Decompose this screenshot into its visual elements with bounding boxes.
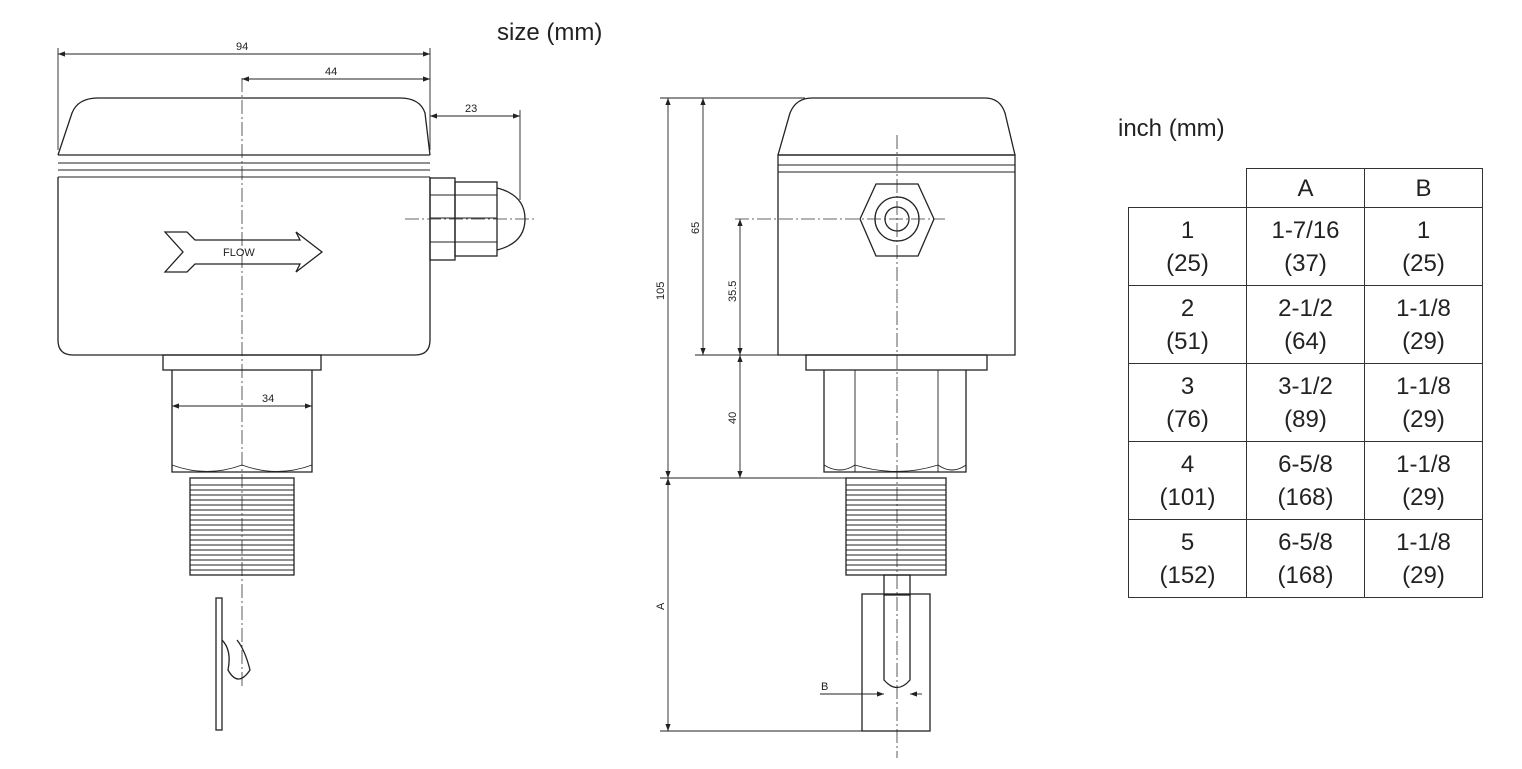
table-cell-b-line: 1	[1416, 216, 1431, 244]
table-header-row: A B	[1128, 168, 1483, 208]
table-cell-b-line: (29)	[1402, 327, 1445, 355]
table-cell-a: 6-5/8 (168)	[1246, 519, 1365, 598]
table-cell-size-line: (101)	[1159, 483, 1216, 511]
dim-neck-height: 40	[727, 412, 739, 424]
table-cell-size-line: 4	[1180, 450, 1195, 478]
table-cell-size: 3 (76)	[1128, 363, 1247, 442]
dim-half-width: 44	[325, 66, 337, 78]
table-cell-a-line: 6-5/8	[1278, 450, 1333, 478]
table-cell-b: 1-1/8 (29)	[1364, 285, 1483, 364]
table-cell-a-line: (89)	[1284, 405, 1327, 433]
table-cell-a-line: 2-1/2	[1278, 294, 1333, 322]
table-cell-b-line: 1-1/8	[1396, 294, 1451, 322]
table-cell-a: 2-1/2 (64)	[1246, 285, 1365, 364]
table-cell-size-line: 3	[1180, 372, 1195, 400]
front-view: FLOW 94 44 23 34	[57, 41, 535, 731]
table-cell-a: 6-5/8 (168)	[1246, 441, 1365, 520]
table-row: 5 (152) 6-5/8 (168) 1-1/8 (29)	[1128, 519, 1483, 598]
table-cell-size: 1 (25)	[1128, 207, 1247, 286]
table-row: 2 (51) 2-1/2 (64) 1-1/8 (29)	[1128, 285, 1483, 364]
table-cell-a-line: (37)	[1284, 249, 1327, 277]
table-cell-b-line: (29)	[1402, 405, 1445, 433]
table-cell-b-line: 1-1/8	[1396, 372, 1451, 400]
table-cell-a: 3-1/2 (89)	[1246, 363, 1365, 442]
table-cell-size-line: (51)	[1166, 327, 1209, 355]
side-view: 105 65 35.5 40 A B	[655, 97, 1016, 758]
table-cell-a-line: (168)	[1277, 483, 1334, 511]
dim-paddle-length: A	[655, 602, 667, 610]
table-cell-b: 1 (25)	[1364, 207, 1483, 286]
paddle-size-table: A B 1 (25) 1-7/16 (37) 1 (25) 2 (51) 2-1/2 (64) 1-…	[1128, 168, 1483, 598]
table-row: 4 (101) 6-5/8 (168) 1-1/8 (29)	[1128, 441, 1483, 520]
table-cell-size-line: (76)	[1166, 405, 1209, 433]
table-cell-b: 1-1/8 (29)	[1364, 519, 1483, 598]
table-cell-size-line: 2	[1180, 294, 1195, 322]
flow-label: FLOW	[223, 247, 255, 259]
table-cell-size: 5 (152)	[1128, 519, 1247, 598]
dim-gland-length: 23	[465, 103, 477, 115]
table-cell-b-line: (25)	[1402, 249, 1445, 277]
table-cell-a-line: (168)	[1277, 561, 1334, 589]
table-cell-b: 1-1/8 (29)	[1364, 441, 1483, 520]
dim-paddle-width: B	[821, 681, 828, 693]
table-cell-b: 1-1/8 (29)	[1364, 363, 1483, 442]
table-row: 1 (25) 1-7/16 (37) 1 (25)	[1128, 207, 1483, 286]
size-heading: size (mm)	[497, 19, 602, 46]
dim-port-height: 35.5	[727, 281, 739, 302]
table-cell-a-line: 1-7/16	[1271, 216, 1340, 244]
table-cell-a-line: (64)	[1284, 327, 1327, 355]
table-cell-a: 1-7/16 (37)	[1246, 207, 1365, 286]
table-cell-size: 2 (51)	[1128, 285, 1247, 364]
table-header-blank	[1128, 168, 1247, 208]
table-cell-size-line: 5	[1180, 528, 1195, 556]
table-cell-a-line: 6-5/8	[1278, 528, 1333, 556]
table-cell-b-line: 1-1/8	[1396, 528, 1451, 556]
table-cell-b-line: 1-1/8	[1396, 450, 1451, 478]
table-cell-b-line: (29)	[1402, 483, 1445, 511]
table-header-a: A	[1246, 168, 1365, 208]
table-cell-a-line: 3-1/2	[1278, 372, 1333, 400]
dim-hex-width: 34	[262, 393, 274, 405]
dim-total-height: 105	[655, 282, 667, 300]
dim-overall-width: 94	[236, 41, 248, 53]
dim-housing-height: 65	[690, 222, 702, 234]
table-header-b: B	[1364, 168, 1483, 208]
table-cell-size-line: (152)	[1159, 561, 1216, 589]
table-cell-size-line: 1	[1180, 216, 1195, 244]
unit-heading: inch (mm)	[1118, 115, 1225, 142]
table-cell-size: 4 (101)	[1128, 441, 1247, 520]
table-cell-b-line: (29)	[1402, 561, 1445, 589]
table-row: 3 (76) 3-1/2 (89) 1-1/8 (29)	[1128, 363, 1483, 442]
table-cell-size-line: (25)	[1166, 249, 1209, 277]
